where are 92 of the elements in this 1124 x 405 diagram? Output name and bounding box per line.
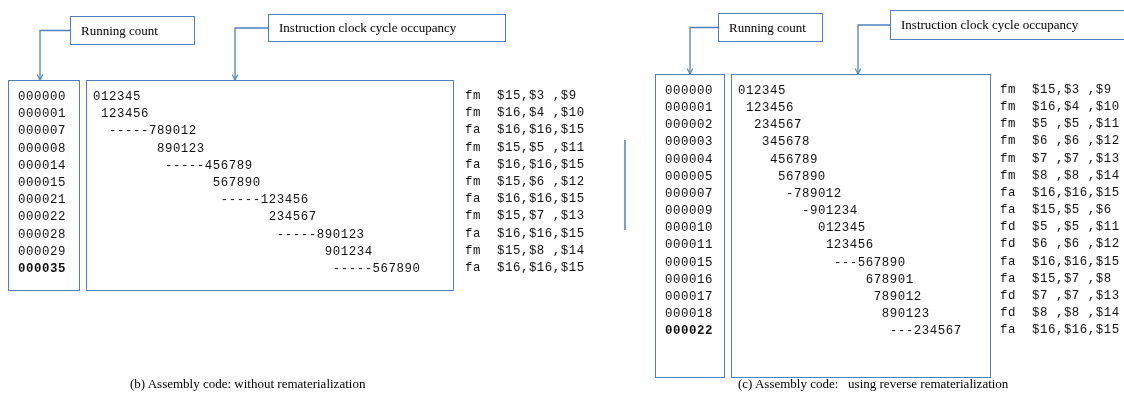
occupancy-row: -789012	[785, 186, 842, 202]
occupancy-row: 123456	[746, 101, 794, 117]
assembly-instruction: fm $8 ,$8 ,$14	[1000, 168, 1120, 184]
callout-arrow	[686, 26, 719, 75]
assembly-instruction: fd $6 ,$6 ,$12	[1000, 237, 1120, 253]
assembly-instruction: fd $5 ,$5 ,$11	[1000, 220, 1120, 236]
count-value: 000008	[18, 141, 66, 157]
assembly-instruction: fa $16,$16,$15	[1000, 254, 1120, 270]
count-value: 000015	[18, 176, 66, 191]
occupancy-row: 789012	[873, 289, 922, 305]
count-value: 000021	[18, 193, 66, 209]
occupancy-row: -----123456	[220, 193, 309, 209]
count-value: 000029	[18, 244, 66, 260]
count-value: 000017	[665, 289, 713, 305]
count-value: 000022	[18, 210, 66, 226]
assembly-instruction: fa $15,$5 ,$6	[1000, 203, 1112, 219]
assembly-instruction: fm $16,$4 ,$10	[1000, 100, 1120, 116]
assembly-instruction: fa $16,$16,$15	[1000, 323, 1120, 339]
occupancy-row: 345678	[761, 135, 810, 151]
occupancy-row: 678901	[865, 272, 914, 288]
count-value: 000014	[18, 158, 66, 174]
callout-box: Instruction clock cycle occupancy	[890, 10, 1124, 40]
count-value: 000007	[18, 124, 66, 140]
occupancy-row: 567890	[212, 176, 261, 191]
count-value: 000010	[665, 221, 713, 237]
assembly-instruction: fm $15,$5 ,$11	[465, 140, 585, 156]
occupancy-row: 012345	[93, 90, 141, 105]
occupancy-row: 901234	[324, 244, 373, 260]
occupancy-row: 234567	[268, 210, 317, 226]
count-value: 000000	[665, 84, 713, 99]
occupancy-row: -----789012	[108, 124, 197, 140]
assembly-instruction: fa $16,$16,$15	[1000, 185, 1120, 201]
occupancy-row: ---567890	[833, 255, 906, 271]
assembly-instruction: fm $16,$4 ,$10	[465, 106, 585, 122]
count-value: 000000	[18, 90, 66, 105]
callout-arrow	[854, 24, 891, 75]
count-value: 000022	[665, 324, 713, 340]
count-value: 000028	[18, 227, 66, 243]
assembly-instruction: fa $16,$16,$15	[465, 123, 585, 139]
occupancy-row: 890123	[156, 141, 205, 157]
assembly-instruction: fm $15,$8 ,$14	[465, 243, 585, 259]
count-value: 000005	[665, 169, 713, 185]
count-value: 000016	[665, 272, 713, 288]
assembly-instruction: fm $15,$3 ,$9	[465, 89, 577, 104]
occupancy-row: 456789	[769, 152, 818, 168]
figure-caption: (b) Assembly code: without rematerialization	[130, 376, 366, 392]
assembly-instruction: fm $15,$3 ,$9	[1000, 83, 1112, 98]
figure-caption: (c) Assembly code: using reverse rematerialization	[738, 376, 1009, 392]
assembly-instruction: fd $7 ,$7 ,$13	[1000, 288, 1120, 304]
occupancy-row: -901234	[801, 204, 858, 220]
callout-arrow	[36, 29, 71, 81]
occupancy-row: 234567	[753, 118, 802, 134]
occupancy-row: 012345	[738, 84, 786, 99]
count-value: 000004	[665, 152, 713, 168]
occupancy-row: -----567890	[332, 262, 421, 277]
assembly-instruction: fm $15,$6 ,$12	[465, 175, 585, 190]
assembly-instruction: fm $6 ,$6 ,$12	[1000, 134, 1120, 150]
count-column-box	[655, 74, 725, 378]
assembly-instruction: fm $7 ,$7 ,$13	[1000, 151, 1120, 167]
assembly-instruction: fm $5 ,$5 ,$11	[1000, 117, 1120, 133]
callout-box: Running count	[718, 13, 823, 42]
count-column-box	[8, 80, 80, 291]
count-value: 000018	[665, 306, 713, 322]
occupancy-row: 123456	[101, 107, 149, 123]
occupancy-box	[731, 74, 991, 378]
occupancy-row: 123456	[825, 238, 874, 254]
count-value: 000007	[665, 186, 713, 202]
assembly-instruction: fa $16,$16,$15	[465, 157, 585, 173]
count-value: 000001	[665, 101, 713, 117]
occupancy-row: 890123	[881, 306, 930, 322]
count-value: 000015	[665, 255, 713, 271]
count-value: 000003	[665, 135, 713, 151]
count-value: 000011	[665, 238, 713, 254]
count-value: 000001	[18, 107, 66, 123]
assembly-instruction: fa $16,$16,$15	[465, 261, 585, 276]
assembly-instruction: fa $16,$16,$15	[465, 192, 585, 208]
callout-box: Running count	[70, 16, 195, 45]
count-value: 000002	[665, 118, 713, 134]
occupancy-row: 567890	[777, 169, 826, 185]
occupancy-row: -----456789	[164, 158, 253, 174]
count-value: 000035	[18, 262, 66, 277]
assembly-instruction: fm $15,$7 ,$13	[465, 209, 585, 225]
assembly-instruction: fd $8 ,$8 ,$14	[1000, 305, 1120, 321]
callout-arrow	[231, 27, 269, 81]
occupancy-row: -----890123	[276, 227, 365, 243]
assembly-instruction: fa $15,$7 ,$8	[1000, 271, 1112, 287]
assembly-instruction: fa $16,$16,$15	[465, 226, 585, 242]
callout-box: Instruction clock cycle occupancy	[268, 14, 506, 42]
occupancy-box	[86, 80, 454, 291]
count-value: 000009	[665, 204, 713, 220]
occupancy-row: 012345	[817, 221, 866, 237]
occupancy-row: ---234567	[889, 324, 962, 340]
